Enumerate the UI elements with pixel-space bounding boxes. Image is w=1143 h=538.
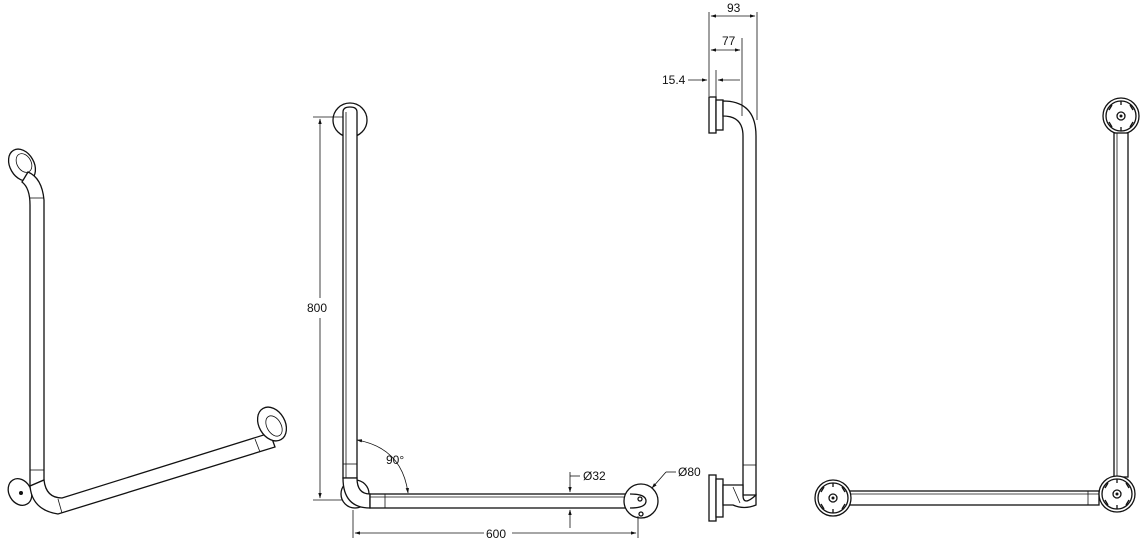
front-horizontal-tube xyxy=(369,493,637,509)
side-tube xyxy=(722,100,757,496)
side-top-plate xyxy=(708,96,717,134)
dim-height-label: 800 xyxy=(307,301,327,315)
side-bottom-plate xyxy=(708,474,717,522)
rear-corner-flange xyxy=(1098,475,1136,513)
dim-width-top-label: 93 xyxy=(727,1,741,15)
iso-right-flange xyxy=(256,406,288,442)
isometric-view xyxy=(7,148,288,515)
side-view: 93 77 15.4 xyxy=(662,1,758,522)
dim-length-label: 600 xyxy=(486,527,506,538)
rear-view xyxy=(814,97,1140,517)
dim-wall-thickness-label: 15.4 xyxy=(662,73,686,87)
rear-left-flange xyxy=(814,479,852,517)
front-vertical-tube xyxy=(342,106,358,479)
dim-tube-diameter-label: Ø32 xyxy=(583,469,606,483)
iso-vertical-tube xyxy=(21,171,45,487)
rear-horizontal-tube xyxy=(848,490,1100,506)
dim-width-inner-label: 77 xyxy=(722,34,736,48)
dim-angle-label: 90° xyxy=(386,453,404,467)
rear-top-flange xyxy=(1102,97,1140,135)
rear-vertical-tube xyxy=(1113,132,1129,478)
front-view: 800 90° 600 Ø32 Ø80 xyxy=(307,102,701,538)
iso-horizontal-tube xyxy=(29,432,276,515)
dim-flange-diameter-label: Ø80 xyxy=(678,465,701,479)
